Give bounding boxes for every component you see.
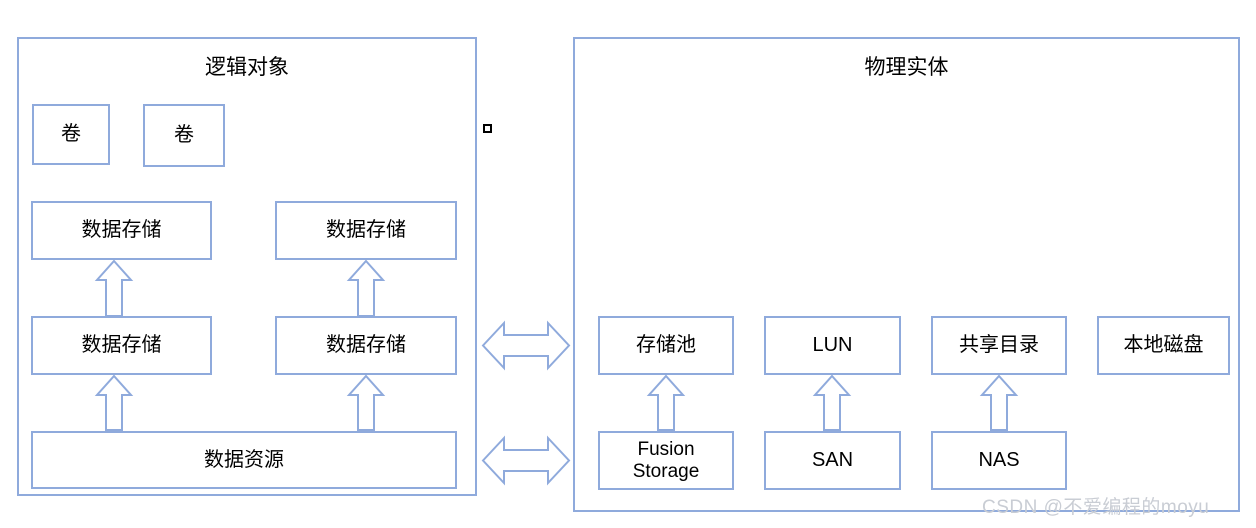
physical-panel-title: 物理实体 [864, 56, 949, 79]
datastore-lower-right[interactable]: 数据存储 [275, 316, 457, 375]
watermark-text: CSDN @不爱编程的moyu [982, 497, 1210, 518]
backend-fusion-storage[interactable]: Fusion Storage [598, 431, 734, 490]
datastore-lower-left[interactable]: 数据存储 [31, 316, 212, 375]
datastore-upper-right[interactable]: 数据存储 [275, 201, 457, 260]
selection-handle-marker[interactable] [483, 124, 492, 133]
up-arrow-right-bottom [346, 374, 386, 431]
up-arrow-nas [979, 374, 1019, 431]
physical-resource-lun[interactable]: LUN [764, 316, 901, 375]
up-arrow-right-mid [346, 259, 386, 317]
volume-box-2[interactable]: 卷 [143, 104, 225, 167]
backend-san[interactable]: SAN [764, 431, 901, 490]
volume-box-1[interactable]: 卷 [32, 104, 110, 165]
logical-panel-title: 逻辑对象 [205, 56, 289, 79]
bidirectional-arrow-top [481, 318, 571, 373]
physical-resource-shared-directory[interactable]: 共享目录 [931, 316, 1067, 375]
backend-fusion-storage-line1: Fusion [637, 438, 695, 460]
backend-fusion-storage-line2: Storage [632, 460, 700, 482]
datastore-upper-left[interactable]: 数据存储 [31, 201, 212, 260]
physical-resource-local-disk[interactable]: 本地磁盘 [1097, 316, 1230, 375]
physical-resource-storage-pool[interactable]: 存储池 [598, 316, 734, 375]
up-arrow-left-bottom [94, 374, 134, 431]
up-arrow-san [812, 374, 852, 431]
data-resource-box[interactable]: 数据资源 [31, 431, 457, 489]
up-arrow-fusion-storage [646, 374, 686, 431]
bidirectional-arrow-bottom [481, 433, 571, 488]
up-arrow-left-mid [94, 259, 134, 317]
backend-nas[interactable]: NAS [931, 431, 1067, 490]
